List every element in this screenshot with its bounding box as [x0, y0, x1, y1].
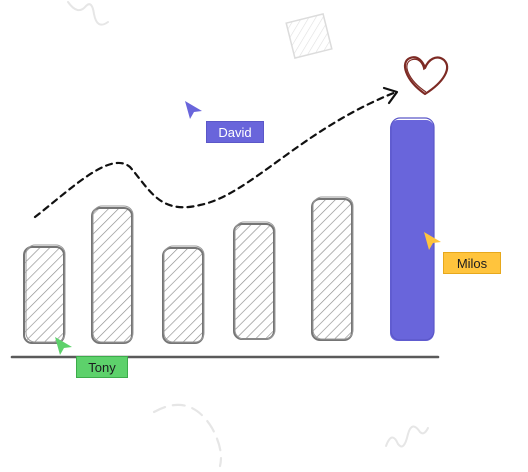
collaborator-cursor-tony	[54, 336, 74, 356]
hatched-square-doodle	[285, 13, 333, 59]
bar[interactable]	[162, 245, 205, 344]
collaborator-cursor-milos	[423, 231, 443, 251]
arc-doodle-bottom	[152, 403, 223, 468]
bar[interactable]	[233, 221, 276, 340]
bar[interactable]	[91, 205, 134, 344]
trend-arrow[interactable]	[33, 86, 399, 219]
scribble-doodle-top	[67, 1, 109, 26]
bar[interactable]	[311, 196, 354, 341]
heart-icon[interactable]	[403, 56, 449, 96]
pointer-cursor-icon	[185, 101, 202, 119]
collaborator-cursor-david	[184, 100, 204, 120]
pointer-cursor-icon	[55, 337, 72, 355]
pointer-cursor-icon	[424, 232, 441, 250]
collaborator-label-tony: Tony	[76, 356, 128, 378]
bar[interactable]	[23, 244, 66, 344]
collaborator-label-david: David	[206, 121, 264, 143]
highlight-bar[interactable]	[390, 117, 435, 341]
scribble-doodle-bottom	[385, 425, 429, 448]
collaborator-label-milos: Milos	[443, 252, 501, 274]
